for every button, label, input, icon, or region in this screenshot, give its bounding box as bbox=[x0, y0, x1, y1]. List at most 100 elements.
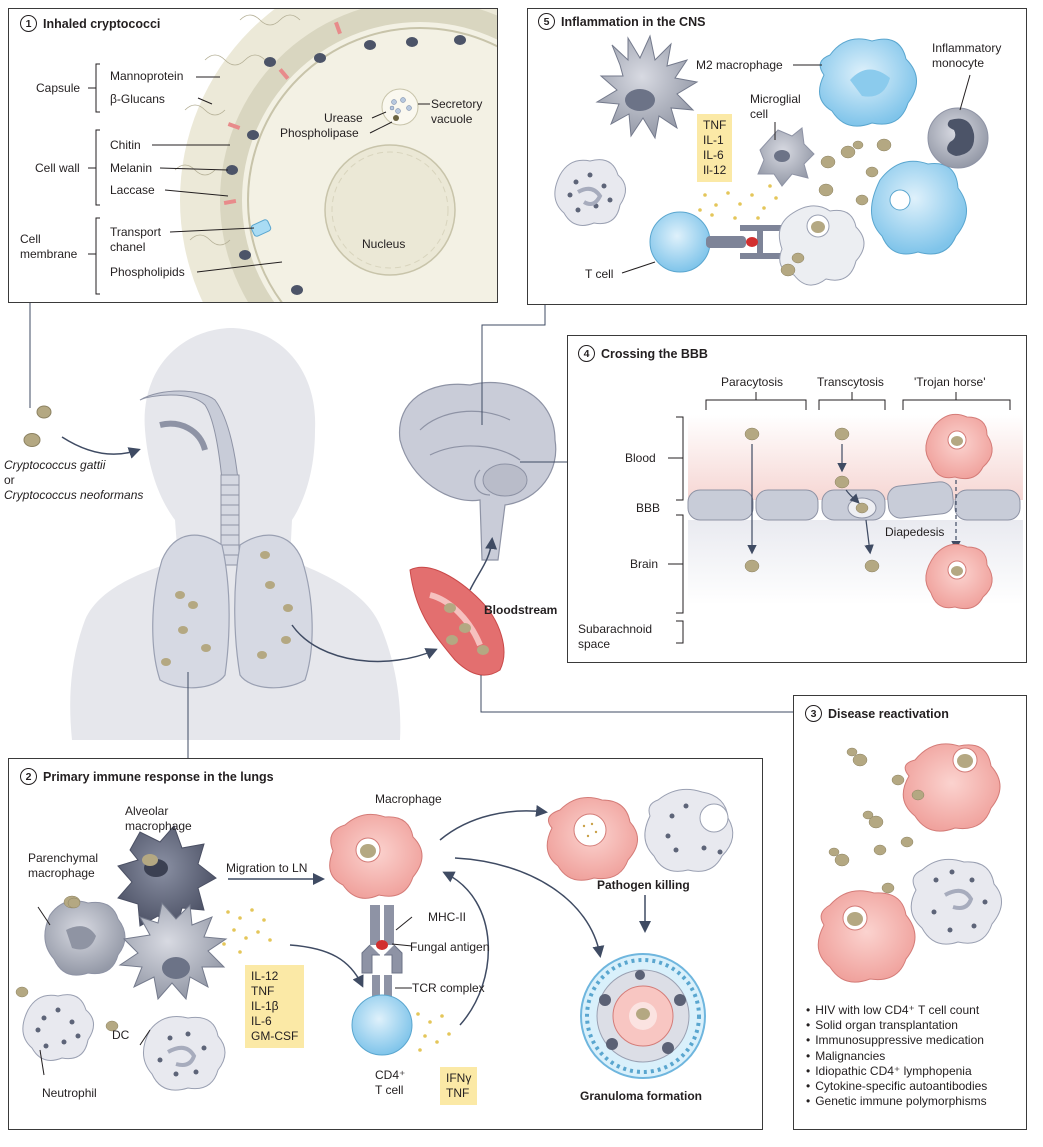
label-secretory-vacuole: Secretory vacuole bbox=[431, 97, 483, 126]
panel-crossing-bbb bbox=[567, 335, 1027, 663]
label-parenchymal-macrophage: Parenchymal macrophage bbox=[28, 851, 99, 880]
label-mhc-ii: MHC-II bbox=[428, 910, 466, 924]
lung-immune-cells bbox=[15, 788, 734, 1091]
blood-vessel bbox=[409, 566, 505, 676]
panel-disease-reactivation bbox=[793, 695, 1027, 1130]
panel-title-3: 3 Disease reactivation bbox=[805, 705, 949, 722]
bbb-yeasts bbox=[744, 427, 880, 573]
label-dc: DC bbox=[112, 1028, 130, 1042]
cytokine-to-tcell-arrow bbox=[289, 944, 364, 988]
bbb-diagram bbox=[668, 392, 1023, 644]
label-neutrophil: Neutrophil bbox=[42, 1086, 97, 1100]
label-capsule: Capsule bbox=[36, 81, 81, 95]
label-glucans: β-Glucans bbox=[110, 92, 165, 106]
label-brain: Brain bbox=[630, 557, 659, 571]
granuloma bbox=[580, 953, 706, 1079]
label-brackets-p1 bbox=[88, 63, 430, 295]
label-cell-wall: Cell wall bbox=[35, 161, 80, 175]
blood-to-brain-arrow bbox=[469, 537, 498, 591]
cryptococcus-cell bbox=[174, 8, 498, 302]
list-item: Malignancies bbox=[806, 1049, 987, 1064]
alveolar-macrophage bbox=[117, 825, 217, 931]
panel-number: 3 bbox=[805, 705, 822, 722]
label-transport-channel: Transport chanel bbox=[110, 225, 161, 254]
label-bloodstream: Bloodstream bbox=[484, 603, 558, 617]
panel-title-text: Inflammation in the CNS bbox=[561, 14, 706, 29]
cytokine-box-lungs: IL-12 TNF IL-1β IL-6 GM-CSF bbox=[245, 965, 305, 1048]
label-laccase: Laccase bbox=[110, 183, 155, 197]
respiratory-tract bbox=[139, 390, 313, 689]
bbb-brackets bbox=[668, 392, 1011, 644]
label-granuloma-formation: Granuloma formation bbox=[580, 1089, 703, 1103]
label-alveolar-macrophage: Alveolar macrophage bbox=[125, 804, 192, 833]
dendritic-cell bbox=[118, 901, 228, 1001]
label-bbb: BBB bbox=[636, 501, 661, 515]
list-item: HIV with low CD4⁺ T cell count bbox=[806, 1003, 987, 1018]
cd4-t-cell bbox=[351, 994, 413, 1056]
connector-panel5 bbox=[481, 305, 546, 425]
panel-number: 4 bbox=[578, 345, 595, 362]
inflammatory-monocyte bbox=[927, 107, 989, 169]
lung-to-blood-arrow bbox=[291, 624, 438, 663]
label-c-gattii: Cryptococcus gattii bbox=[4, 458, 106, 472]
risk-factor-list: HIV with low CD4⁺ T cell count Solid org… bbox=[806, 1003, 987, 1109]
label-blood: Blood bbox=[625, 451, 656, 465]
reactivation-cells bbox=[817, 743, 1002, 983]
list-item: Solid organ transplantation bbox=[806, 1018, 987, 1033]
panel-title-2: 2 Primary immune response in the lungs bbox=[20, 768, 274, 785]
cytokine-dots-p5 bbox=[698, 184, 778, 220]
panel-number: 2 bbox=[20, 768, 37, 785]
label-pathogen-killing: Pathogen killing bbox=[597, 878, 690, 892]
list-item: Cytokine-specific autoantibodies bbox=[806, 1079, 987, 1094]
panel-title-text: Primary immune response in the lungs bbox=[43, 769, 274, 784]
list-item: Immunosuppressive medication bbox=[806, 1033, 987, 1048]
label-inflammatory-monocyte: Inflammatory monocyte bbox=[932, 41, 1002, 70]
t-cell-p5 bbox=[649, 211, 790, 273]
label-urease: Urease bbox=[324, 111, 363, 125]
inhaled-yeast bbox=[23, 405, 52, 447]
label-phospholipase: Phospholipase bbox=[280, 126, 359, 140]
inhalation-arrow bbox=[61, 436, 141, 459]
label-or: or bbox=[4, 473, 15, 487]
ifn-feedback-arrow bbox=[442, 871, 490, 1026]
panel-title-text: Disease reactivation bbox=[828, 706, 949, 721]
label-diapedesis: Diapedesis bbox=[885, 525, 945, 539]
panel-title-4: 4 Crossing the BBB bbox=[578, 345, 708, 362]
killing-macrophages bbox=[546, 788, 734, 881]
panel-inflammation-cns bbox=[527, 8, 1027, 305]
neutrophil-p2 bbox=[22, 994, 94, 1061]
label-microglial-cell: Microglial cell bbox=[750, 92, 801, 121]
label-m2-macrophage: M2 macrophage bbox=[696, 58, 783, 72]
label-t-cell-p5: T cell bbox=[585, 267, 614, 281]
label-cell-membrane: Cell membrane bbox=[20, 232, 78, 261]
list-item: Genetic immune polymorphisms bbox=[806, 1094, 987, 1109]
label-fungal-antigen: Fungal antigen bbox=[410, 940, 490, 954]
label-subarachnoid-space: Subarachnoid space bbox=[578, 622, 653, 651]
label-phospholipids: Phospholipids bbox=[110, 265, 185, 279]
label-migration-to-ln: Migration to LN bbox=[226, 861, 308, 875]
cytokine-box-ifn: IFNγ TNF bbox=[440, 1067, 478, 1105]
label-c-neoformans: Cryptococcus neoformans bbox=[4, 488, 144, 502]
panel-title-text: Inhaled cryptococci bbox=[43, 16, 161, 31]
label-macrophage-p2: Macrophage bbox=[375, 792, 442, 806]
m2-macrophage bbox=[819, 38, 917, 127]
label-cd4-t-cell: CD4⁺ T cell bbox=[375, 1068, 406, 1097]
trojan-horse-macrophages bbox=[925, 413, 993, 610]
neutrophil-p5 bbox=[554, 159, 626, 226]
list-item: Idiopathic CD4⁺ lymphopenia bbox=[806, 1064, 987, 1079]
label-tcr-complex: TCR complex bbox=[412, 981, 485, 995]
dc-cell-p5 bbox=[595, 34, 699, 140]
parenchymal-macrophage bbox=[44, 895, 126, 976]
label-mannoprotein: Mannoprotein bbox=[110, 69, 184, 83]
blue-macrophage-p5 bbox=[871, 160, 967, 255]
label-chitin: Chitin bbox=[110, 138, 141, 152]
label-transcytosis: Transcytosis bbox=[817, 375, 884, 389]
label-paracytosis: Paracytosis bbox=[721, 375, 784, 389]
tcr-complex bbox=[361, 905, 403, 997]
to-killing-arrow bbox=[439, 805, 548, 841]
microglial-cell bbox=[757, 127, 815, 187]
panel-title-text: Crossing the BBB bbox=[601, 346, 708, 361]
to-granuloma-arrow bbox=[454, 857, 605, 958]
infected-macrophage-p5 bbox=[778, 205, 865, 286]
